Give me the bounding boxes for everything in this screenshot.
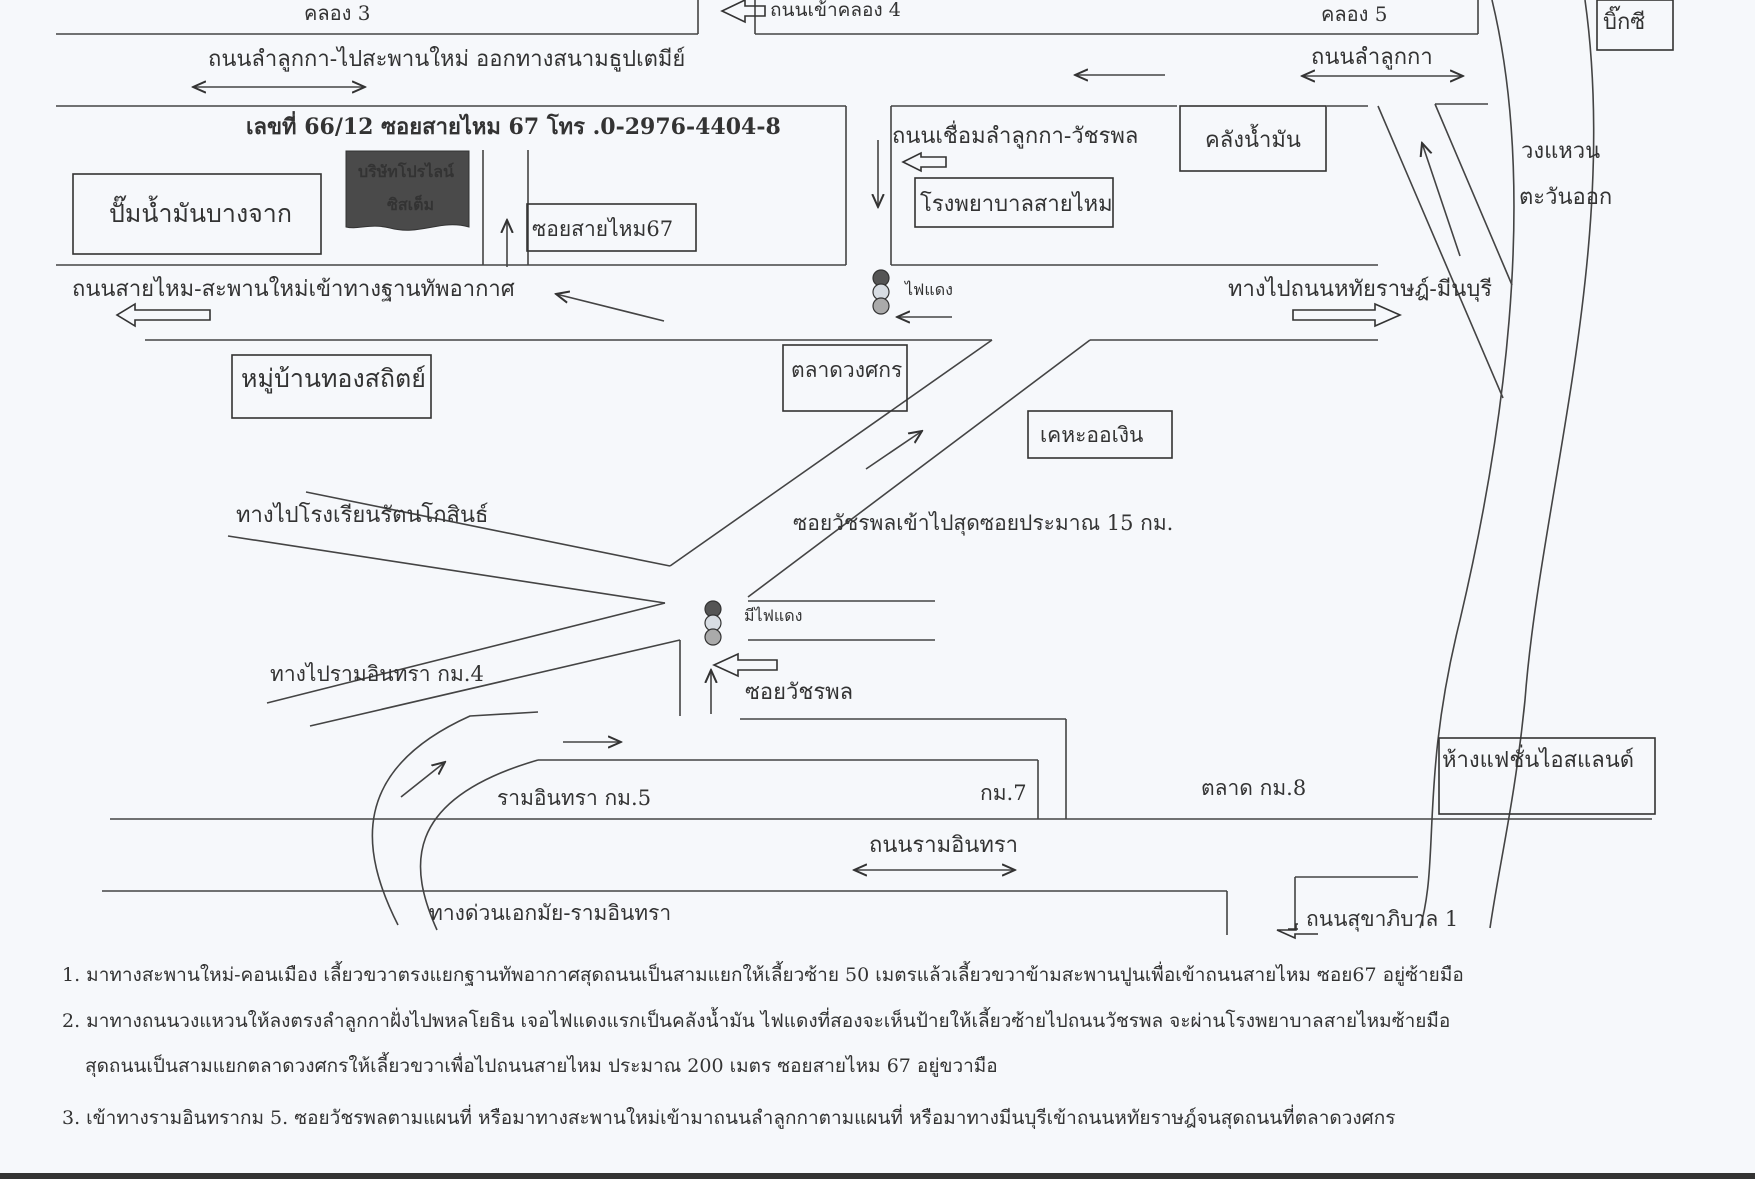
label-ring-road-2: ตะวันออก: [1519, 185, 1612, 210]
direction-arrows: [115, 0, 1463, 940]
watcharapol-roads: [669, 339, 1091, 641]
label-sukhaphiban1: ถนนสุขาภิบาล 1: [1306, 907, 1458, 932]
direction-note-2-cont: สุดถนนเป็นสามแยกตลาดวงศกรให้เลี้ยวขวาเพื…: [85, 1055, 998, 1077]
label-to-school: ทางไปโรงเรียนรัตนโกสินธ์: [236, 502, 488, 528]
company-name-line1: บริษัทโปรไลน์: [358, 161, 454, 181]
west-branches: [227, 491, 1067, 819]
soi-saimai67-box: [526, 203, 697, 252]
label-soi-saimai67: ซอยสายไหม67: [532, 217, 673, 241]
bigc-box: [1596, 0, 1674, 51]
label-ramintra-road: ถนนรามอินทรา: [869, 833, 1018, 858]
saimai-block: [56, 106, 1378, 341]
label-khlong4-road: ถนนเข้าคลอง 4: [770, 0, 901, 21]
company-address: เลขที่ 66/12 ซอยสายไหม 67 โทร .0-2976-44…: [246, 110, 781, 140]
label-bigc: บิ๊กซี: [1603, 5, 1645, 35]
company-name-line2: ซิสเต็ม: [387, 193, 434, 214]
label-village: หมู่บ้านทองสถิตย์: [241, 364, 426, 394]
label-km7: กม.7: [980, 781, 1027, 805]
label-oil-depot: คลังน้ำมัน: [1205, 124, 1301, 153]
gas-station-box: [72, 173, 322, 255]
oil-depot-box: [1179, 105, 1327, 172]
label-ramintra-km5: รามอินทรา กม.5: [497, 786, 651, 810]
direction-note-3: 3. เข้าทางรามอินทรากม 5. ซอยวัชรพลตามแผน…: [62, 1107, 1396, 1129]
label-lamlukka-sapanmai: ถนนลำลูกกา-ไปสะพานใหม่ ออกทางสนามธูปเตมี…: [208, 46, 685, 72]
label-kheha-ngoen: เคหะออเงิน: [1040, 423, 1143, 447]
direction-note-1: 1. มาทางสะพานใหม่-คอนเมือง เลี้ยวขวาตรงแ…: [62, 964, 1464, 986]
hospital-box: [914, 177, 1114, 228]
label-traffic-light-1: ไฟแดง: [903, 280, 953, 299]
map-labels: คลอง 3 ถนนเข้าคลอง 4 คลอง 5 บิ๊กซี ถนนลำ…: [72, 0, 1645, 932]
page-bottom-border: [0, 1173, 1755, 1179]
label-market-km8: ตลาด กม.8: [1201, 776, 1306, 800]
label-to-ramintra-km4: ทางไปรามอินทรา กม.4: [270, 662, 484, 686]
label-market-duangsakorn: ตลาดวงศกร: [791, 358, 902, 382]
label-saimai-road: ถนนสายไหม-สะพานใหม่เข้าทางฐานทัพอากาศ: [72, 276, 515, 302]
traffic-light-1-icon: [872, 269, 890, 315]
ramintra-roads: [102, 711, 1652, 935]
market-duangsakorn-box: [782, 344, 908, 412]
label-to-hathairat: ทางไปถนนหทัยราษฎ์-มีนบุรี: [1228, 276, 1492, 302]
fashion-island-box: [1438, 737, 1656, 815]
label-expressway: ทางด่วนเอกมัย-รามอินทรา: [429, 901, 671, 925]
traffic-light-2-icon: [704, 600, 722, 646]
label-khlong3: คลอง 3: [304, 1, 371, 25]
label-link-road: ถนนเชื่อมลำลูกกา-วัชรพล: [892, 120, 1138, 149]
label-lamlukka: ถนนลำลูกกา: [1311, 45, 1433, 70]
company-flag-icon: [345, 150, 470, 231]
label-fashion-island: ห้างแฟชั่นไอสแลนด์: [1442, 744, 1634, 773]
label-soi-watcharapol: ซอยวัชรพล: [745, 680, 853, 705]
label-gas-station: ปั๊มน้ำมันบางจาก: [109, 195, 292, 228]
label-traffic-light-2: มีไฟแดง: [744, 606, 802, 625]
label-soi-watcharapol-15: ซอยวัชรพลเข้าไปสุดซอยประมาณ 15 กม.: [793, 511, 1173, 536]
label-khlong5: คลอง 5: [1321, 2, 1388, 26]
direction-note-2: 2. มาทางถนนวงแหวนให้ลงตรงลำลูกกาฝั่งไปพห…: [62, 1010, 1451, 1032]
label-hospital: โรงพยาบาลสายไหม: [920, 191, 1113, 217]
label-ring-road-1: วงแหวน: [1521, 139, 1600, 164]
kheha-ngoen-box: [1027, 410, 1173, 459]
ring-road: [1377, 0, 1595, 929]
top-roads: [56, 0, 1488, 107]
village-box: [231, 354, 432, 419]
